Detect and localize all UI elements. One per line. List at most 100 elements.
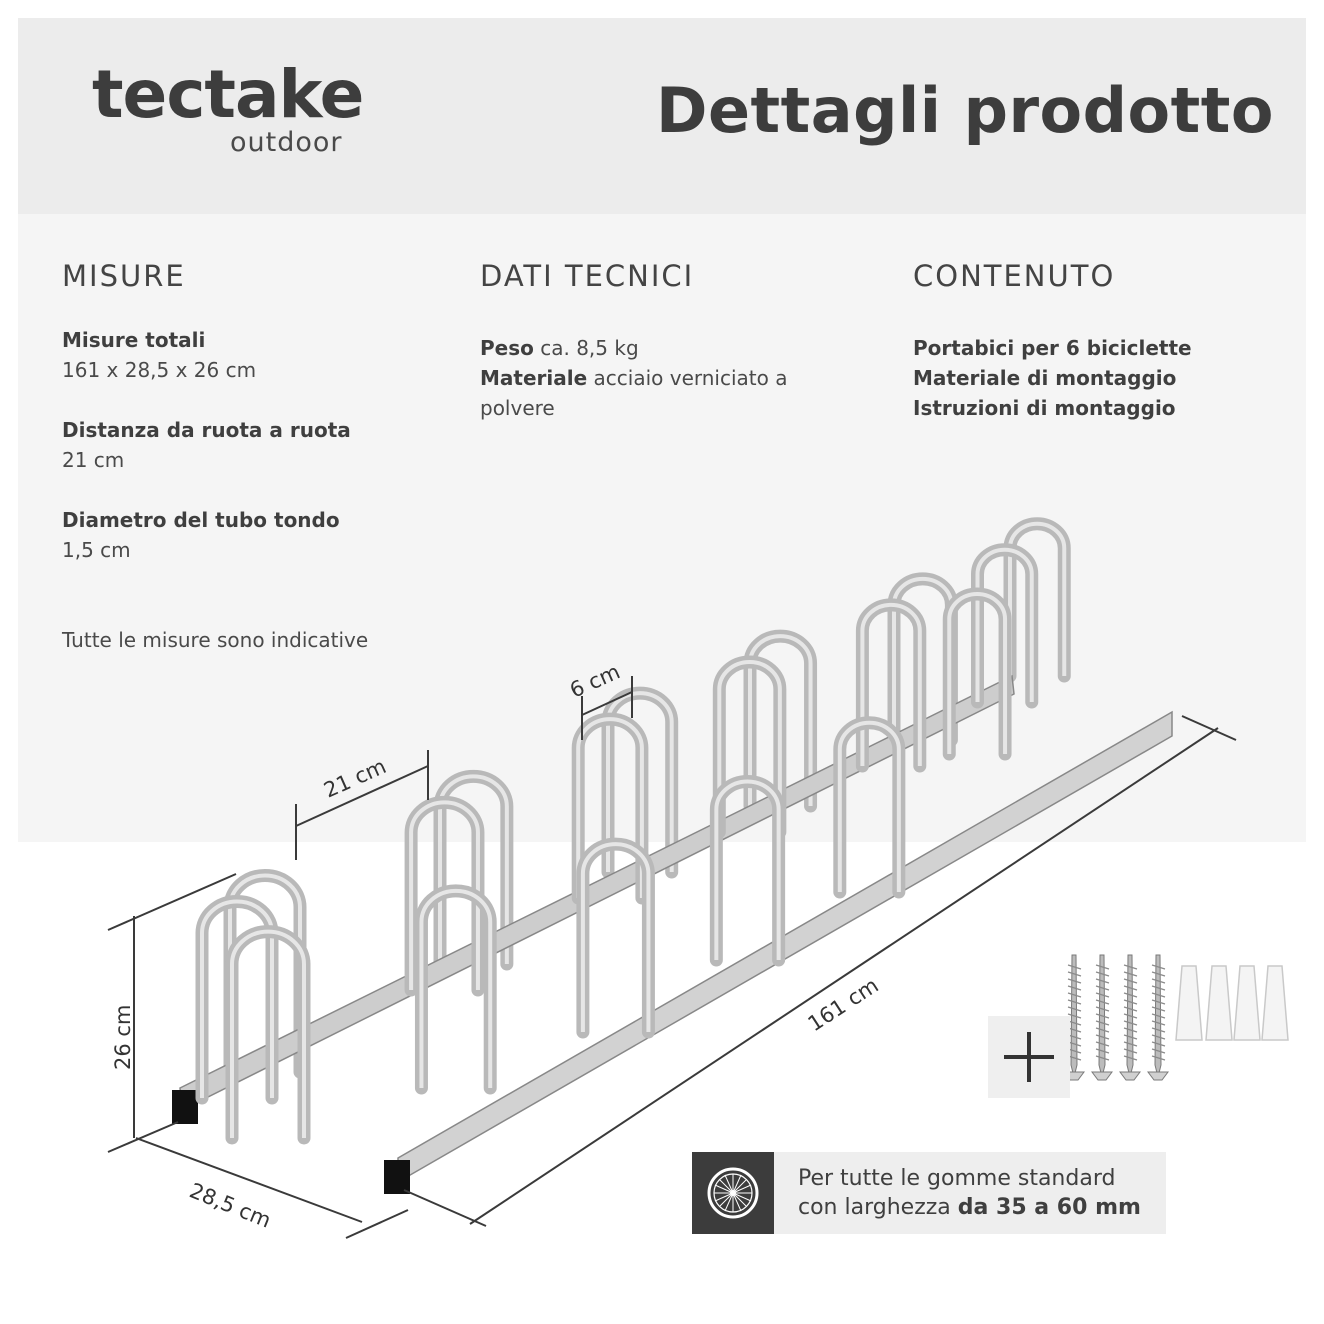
rack-hoop-front-highlight bbox=[717, 660, 782, 832]
page-title: Dettagli prodotto bbox=[656, 74, 1274, 147]
screw-thread bbox=[1151, 992, 1166, 998]
rack-hoop-outer-highlight bbox=[419, 888, 493, 1088]
screw-thread bbox=[1151, 978, 1166, 984]
brand-subline: outdoor bbox=[230, 127, 343, 158]
screw-thread bbox=[1095, 985, 1110, 991]
tyre-info-text: Per tutte le gomme standard con larghezz… bbox=[798, 1164, 1141, 1222]
peso-label: Peso bbox=[480, 336, 534, 360]
dati-heading: DATI TECNICI bbox=[480, 259, 695, 293]
diametro-value: 1,5 cm bbox=[62, 538, 131, 562]
screw-head bbox=[1091, 1071, 1113, 1081]
rack-hoop-outer-highlight bbox=[714, 779, 781, 960]
screw-thread bbox=[1095, 992, 1110, 998]
screw-thread bbox=[1151, 1055, 1166, 1061]
peso-value: ca. 8,5 kg bbox=[540, 336, 639, 360]
screw-thread bbox=[1095, 1041, 1110, 1047]
rack-hoop-back-highlight bbox=[892, 576, 954, 740]
dim-tick bbox=[345, 1209, 409, 1239]
dim-tick bbox=[403, 1189, 487, 1227]
screw-thread bbox=[1067, 1041, 1082, 1047]
details-panel bbox=[18, 214, 1306, 842]
screw-thread bbox=[1151, 1006, 1166, 1012]
screw-thread bbox=[1123, 1027, 1138, 1033]
rack-hoop-front-highlight bbox=[860, 602, 922, 766]
diametro-label: Diametro del tubo tondo bbox=[62, 508, 340, 532]
rack-hoop-front-highlight bbox=[975, 547, 1034, 702]
screw-thread bbox=[1095, 964, 1110, 970]
screw-thread bbox=[1067, 1034, 1082, 1040]
screw-thread bbox=[1067, 999, 1082, 1005]
wheel-icon-box bbox=[692, 1152, 774, 1234]
contenuto-item: Materiale di montaggio bbox=[913, 366, 1177, 390]
screw-thread bbox=[1067, 1006, 1082, 1012]
dim-line-spacing bbox=[295, 765, 429, 827]
screw-thread bbox=[1095, 1048, 1110, 1054]
screw-thread bbox=[1067, 1020, 1082, 1026]
screw-thread bbox=[1123, 1013, 1138, 1019]
screw-thread bbox=[1151, 985, 1166, 991]
contenuto-item: Portabici per 6 biciclette bbox=[913, 336, 1192, 360]
rack-hoop-outer-highlight bbox=[837, 720, 901, 892]
end-cap bbox=[384, 1160, 410, 1194]
header-band bbox=[18, 18, 1306, 214]
dim-label-length: 161 cm bbox=[804, 973, 883, 1036]
dim-label-spacing: 21 cm bbox=[320, 754, 390, 803]
screw-thread bbox=[1095, 1020, 1110, 1026]
materiale-label: Materiale bbox=[480, 366, 588, 390]
screw-thread bbox=[1123, 992, 1138, 998]
contenuto-item: Istruzioni di montaggio bbox=[913, 396, 1176, 420]
screw-thread bbox=[1067, 978, 1082, 984]
screw-thread bbox=[1067, 1013, 1082, 1019]
misure-totali-label: Misure totali bbox=[62, 328, 206, 352]
materiale-line: Materiale acciaio verniciato a bbox=[480, 363, 788, 393]
screw-thread bbox=[1151, 1020, 1166, 1026]
rack-hoop-back-highlight bbox=[606, 691, 674, 872]
screw-thread bbox=[1151, 1034, 1166, 1040]
dim-line-length bbox=[469, 727, 1219, 1225]
tyre-info-prefix: con larghezza bbox=[798, 1195, 958, 1220]
screw-thread bbox=[1123, 1006, 1138, 1012]
screw-thread bbox=[1067, 1055, 1082, 1061]
rack-hoop-outer-highlight bbox=[230, 929, 306, 1138]
screw-thread bbox=[1095, 1034, 1110, 1040]
plus-icon bbox=[1004, 1032, 1054, 1082]
screw-thread bbox=[1151, 999, 1166, 1005]
screw-thread bbox=[1151, 1027, 1166, 1033]
screw-thread bbox=[1067, 992, 1082, 998]
screw-thread bbox=[1095, 971, 1110, 977]
materiale-value: acciaio verniciato a bbox=[593, 366, 788, 390]
rack-hoop-outer-highlight bbox=[947, 592, 1008, 754]
bicycle-wheel-icon bbox=[707, 1167, 759, 1219]
rack-hoop-back-highlight bbox=[748, 634, 813, 806]
screw-thread bbox=[1067, 1027, 1082, 1033]
screw-thread bbox=[1123, 1048, 1138, 1054]
dim-line-depth bbox=[135, 1137, 363, 1223]
screw-thread bbox=[1151, 971, 1166, 977]
screw-thread bbox=[1151, 964, 1166, 970]
screw-thread bbox=[1123, 964, 1138, 970]
dim-tick bbox=[107, 1121, 179, 1153]
peso-line: Peso ca. 8,5 kg bbox=[480, 333, 639, 363]
contenuto-heading: CONTENUTO bbox=[913, 259, 1116, 293]
misure-totali-value: 161 x 28,5 x 26 cm bbox=[62, 358, 257, 382]
screw-thread bbox=[1067, 985, 1082, 991]
end-cap bbox=[172, 1090, 198, 1124]
screw-thread bbox=[1095, 999, 1110, 1005]
screw-thread bbox=[1067, 971, 1082, 977]
materiale-value-cont: polvere bbox=[480, 396, 555, 420]
screw-thread bbox=[1151, 1041, 1166, 1047]
screw-head bbox=[1147, 1071, 1169, 1081]
distanza-label: Distanza da ruota a ruota bbox=[62, 418, 351, 442]
screw-thread bbox=[1095, 1006, 1110, 1012]
screws-group bbox=[1063, 954, 1169, 1081]
screw-thread bbox=[1123, 985, 1138, 991]
misure-note: Tutte le misure sono indicative bbox=[62, 628, 369, 652]
screw-thread bbox=[1123, 1034, 1138, 1040]
screw-head bbox=[1119, 1071, 1141, 1081]
wall-plugs-group bbox=[1175, 965, 1289, 1041]
screw-thread bbox=[1123, 1055, 1138, 1061]
screw-thread bbox=[1123, 978, 1138, 984]
screw-thread bbox=[1123, 999, 1138, 1005]
rack-hoop-back-highlight bbox=[1008, 521, 1067, 676]
rack-hoop-front-highlight bbox=[409, 800, 480, 990]
